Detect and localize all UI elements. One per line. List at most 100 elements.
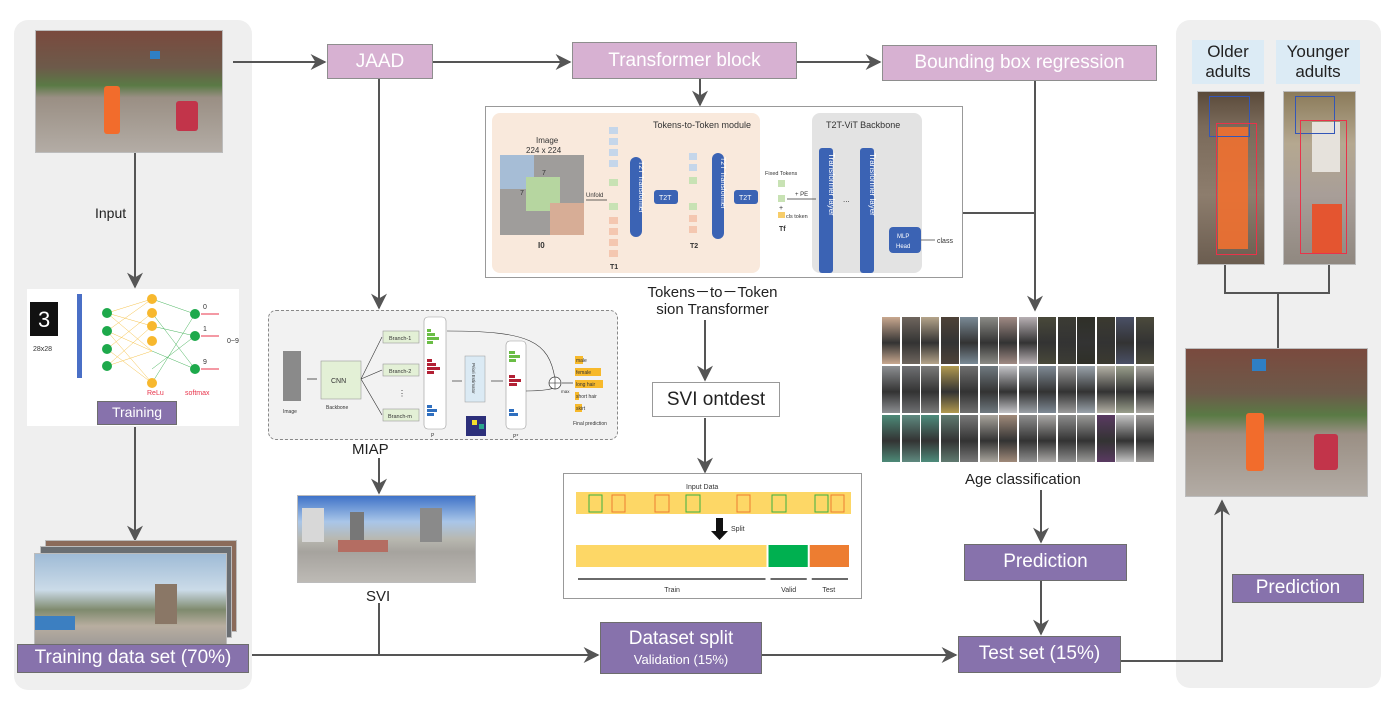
older-adults-label: Older adults [1192, 40, 1264, 84]
svi-ontdest-label: SVI ontdest [666, 388, 766, 410]
svg-text:Fixed Tokens: Fixed Tokens [765, 171, 798, 177]
svg-text:9: 9 [203, 359, 207, 366]
train-segment [576, 545, 767, 567]
svg-text:Tokens-to-Token module: Tokens-to-Token module [653, 120, 751, 130]
younger-adults-label: Younger adults [1276, 40, 1360, 84]
pedestrian-thumbnail [1038, 366, 1056, 413]
svg-text:Final prediction: Final prediction [573, 421, 607, 427]
transformer-block-label: Transformer block [608, 49, 761, 71]
pedestrian-thumbnail [882, 366, 900, 413]
svg-text:28x28: 28x28 [33, 346, 52, 353]
t2t-block-2 [734, 190, 758, 204]
train-label: Train [664, 587, 680, 594]
jaad-box[interactable]: JAAD [327, 44, 433, 79]
pedestrian-thumbnail [1077, 317, 1095, 364]
svg-text:T2: T2 [690, 243, 698, 250]
valid-label: Valid [781, 587, 796, 594]
pedestrian-thumbnail [940, 415, 959, 462]
svg-text:Image: Image [283, 409, 297, 415]
svg-text:Backbone: Backbone [326, 405, 348, 411]
bbox-regression-box[interactable]: Bounding box regression [882, 45, 1157, 81]
pedestrian-thumbnail [1077, 415, 1095, 462]
pedestrian-thumbnail [940, 366, 959, 413]
prediction-box-mid[interactable]: Prediction [964, 544, 1127, 581]
svg-text:P*: P* [513, 434, 518, 440]
priori-estimator [464, 355, 486, 403]
svg-text:Tf: Tf [779, 226, 786, 233]
t2t-block-1 [654, 190, 678, 204]
svi-ontdest-box[interactable]: SVI ontdest [652, 382, 780, 417]
pedestrian-thumbnail [979, 415, 998, 462]
svg-text:short hair: short hair [576, 394, 597, 400]
test-label: Test [822, 587, 835, 594]
svg-text:P: P [431, 433, 435, 439]
pedestrian-thumbnail [1096, 317, 1115, 364]
pedestrian-thumbnail [1135, 317, 1154, 364]
svg-text:skirt: skirt [576, 406, 586, 412]
input-vector [77, 294, 82, 378]
svg-text:MLP: MLP [897, 234, 909, 240]
prediction-label-right: Prediction [1255, 577, 1341, 599]
data-split-figure: Input Data Split Train Valid Test [563, 473, 862, 599]
svg-text:3: 3 [38, 307, 50, 332]
transformer-block-box[interactable]: Transformer block [572, 42, 797, 79]
input-label: Input [95, 205, 127, 221]
svg-text:cls token: cls token [786, 214, 808, 220]
pedestrian-thumbnail [1135, 366, 1154, 413]
pedestrian-thumbnail [999, 415, 1017, 462]
svg-text:ReLu: ReLu [147, 390, 164, 397]
svg-text:long hair: long hair [576, 382, 596, 388]
svg-text:Input Data: Input Data [686, 484, 718, 491]
svg-text:Transformer layer: Transformer layer [827, 153, 836, 216]
final-prediction-photo [1185, 348, 1368, 497]
svg-text:Image: Image [536, 136, 559, 145]
bbox-regression-label: Bounding box regression [914, 52, 1125, 73]
svg-text:7: 7 [542, 170, 546, 177]
training-dataset-box[interactable]: Training data set (70%) [17, 644, 249, 673]
transformer-layer-1 [819, 148, 833, 273]
svg-text:Head: Head [896, 244, 910, 250]
svg-text:CNN: CNN [331, 378, 346, 385]
pedestrian-thumbnail [1135, 415, 1154, 462]
t2t-caption: Tokens－to－Token sion Transformer [630, 284, 795, 318]
jaad-label: JAAD [355, 50, 405, 72]
test-segment [809, 545, 849, 567]
mlp-network-figure: 3 28x28 0 1 9 0~9 ReLu softmax [27, 289, 239, 426]
svg-text:Transformer layer: Transformer layer [868, 153, 877, 216]
younger-adult-crop [1283, 91, 1356, 265]
svi-label: SVI [366, 588, 391, 605]
pedestrian-thumbnail [1116, 317, 1134, 364]
age-classification-label: Age classification [965, 471, 1081, 488]
svg-text:Branch-1: Branch-1 [389, 336, 411, 342]
t2t-transformer-2 [712, 153, 724, 239]
cnn-box [320, 360, 362, 400]
svg-text:T2T-ViT Backbone: T2T-ViT Backbone [826, 120, 900, 130]
svg-text:...: ... [843, 195, 850, 204]
svg-text:T1: T1 [610, 264, 618, 271]
svg-text:+ PE: + PE [795, 192, 808, 198]
prediction-label-mid: Prediction [1003, 551, 1088, 573]
pedestrian-thumbnail [901, 366, 920, 413]
data-split-diagram: Input Data Split Train Valid Test [576, 484, 851, 594]
svg-text:male: male [576, 358, 587, 364]
pedestrian-thumbnail [901, 415, 920, 462]
t2t-transformer-1 [630, 157, 642, 237]
pedestrian-thumbnail [999, 317, 1017, 364]
pedestrian-thumbnail [960, 366, 978, 413]
training-label: Training [111, 404, 163, 421]
pedestrian-thumbnail [1018, 317, 1037, 364]
test-set-label: Test set (15%) [978, 643, 1101, 665]
prediction-box-right[interactable]: Prediction [1232, 574, 1364, 603]
svg-text:T2T Transformer: T2T Transformer [719, 157, 726, 210]
digit-image [30, 302, 58, 336]
training-panorama-image [34, 553, 227, 645]
pedestrian-thumbnail [882, 317, 900, 364]
mlp-head [889, 227, 921, 253]
older-adult-crop [1197, 91, 1265, 265]
pedestrian-thumbnail [1057, 317, 1076, 364]
training-button[interactable]: Training [97, 401, 177, 425]
test-set-box[interactable]: Test set (15%) [958, 636, 1121, 673]
valid-segment [768, 545, 808, 567]
dataset-split-box[interactable]: Dataset split Validation (15%) [600, 622, 762, 674]
pedestrian-thumbnail [960, 415, 978, 462]
